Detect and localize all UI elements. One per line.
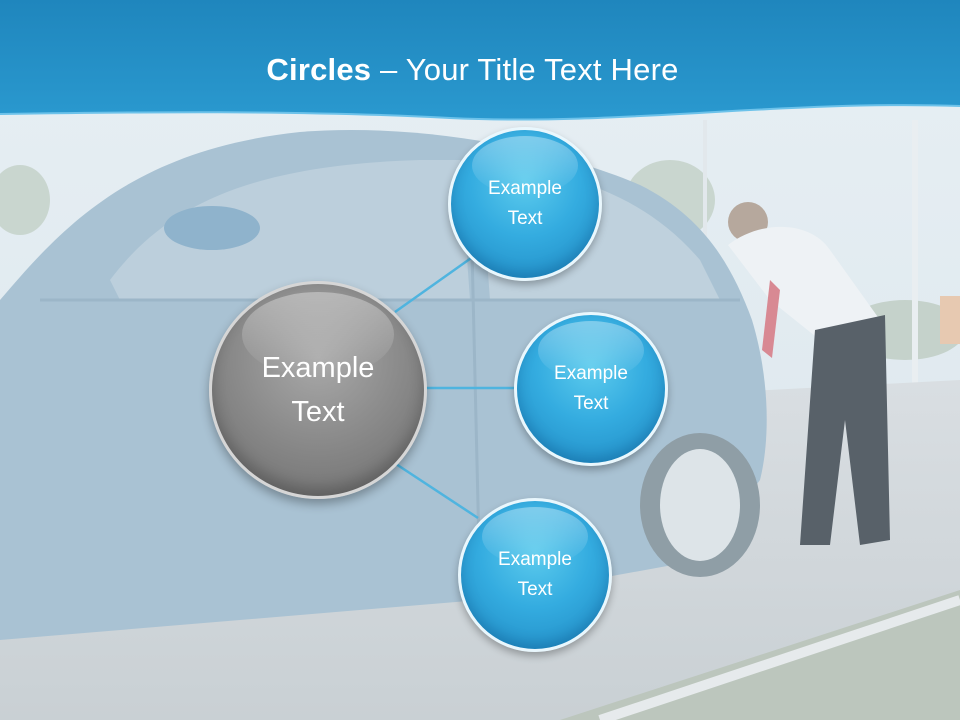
center-circle-text: Example Text bbox=[262, 346, 375, 434]
connector-bottom bbox=[395, 462, 479, 520]
title-bold: Circles bbox=[266, 52, 372, 87]
node-top-text: Example Text bbox=[488, 174, 562, 234]
node-middle-line1: Example bbox=[554, 363, 628, 384]
node-top-line1: Example bbox=[488, 178, 562, 199]
center-circle[interactable]: Example Text bbox=[209, 281, 427, 499]
node-circle-top[interactable]: Example Text bbox=[448, 127, 602, 281]
node-circle-bottom[interactable]: Example Text bbox=[458, 498, 612, 652]
header-band bbox=[0, 0, 960, 121]
node-middle-line2: Text bbox=[573, 393, 609, 414]
connector-top bbox=[394, 254, 475, 314]
node-middle-text: Example Text bbox=[554, 359, 628, 419]
node-bottom-line2: Text bbox=[517, 579, 553, 600]
node-circle-middle[interactable]: Example Text bbox=[514, 312, 668, 466]
node-top-line2: Text bbox=[507, 208, 543, 229]
title-rest: – Your Title Text Here bbox=[371, 52, 679, 87]
node-bottom-text: Example Text bbox=[498, 545, 572, 605]
slide-title: Circles – Your Title Text Here bbox=[0, 52, 945, 88]
center-circle-line2: Text bbox=[291, 396, 345, 428]
node-bottom-line1: Example bbox=[498, 549, 572, 570]
center-circle-line1: Example bbox=[261, 352, 375, 384]
